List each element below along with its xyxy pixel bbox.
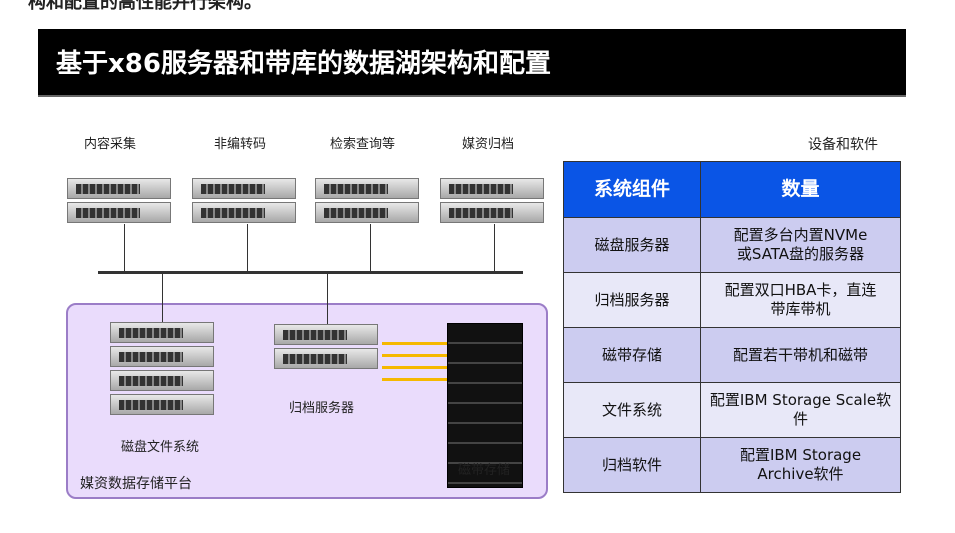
table-row: 归档软件配置IBM Storage Archive软件 bbox=[563, 437, 901, 493]
header-component: 系统组件 bbox=[563, 161, 701, 218]
label-disk-fs: 磁盘文件系统 bbox=[121, 440, 200, 455]
table-row: 磁带存储配置若干带机和磁带 bbox=[563, 327, 901, 383]
table-row: 归档服务器配置双口HBA卡，直连带库带机 bbox=[563, 272, 901, 328]
platform-label: 媒资数据存储平台 bbox=[80, 476, 192, 492]
title-banner: 基于x86服务器和带库的数据湖架构和配置 bbox=[38, 29, 906, 97]
connector bbox=[370, 224, 371, 272]
fibre-link bbox=[382, 366, 448, 369]
fibre-link bbox=[382, 342, 448, 345]
cell-component: 磁盘服务器 bbox=[563, 217, 701, 273]
tape-library-icon bbox=[447, 323, 523, 488]
table-caption: 设备和软件 bbox=[808, 137, 878, 153]
cell-config: 配置若干带机和磁带 bbox=[700, 327, 901, 383]
cell-config: 配置IBM Storage Archive软件 bbox=[700, 437, 901, 493]
connector bbox=[327, 274, 328, 324]
fibre-link bbox=[382, 354, 448, 357]
server-icon bbox=[67, 178, 171, 224]
network-bus bbox=[98, 271, 523, 274]
components-table: 系统组件数量 磁盘服务器配置多台内置NVMe或SATA盘的服务器 归档服务器配置… bbox=[563, 161, 901, 493]
connector bbox=[124, 224, 125, 272]
page-title: 基于x86服务器和带库的数据湖架构和配置 bbox=[56, 49, 551, 79]
connector bbox=[247, 224, 248, 272]
label-search: 检索查询等 bbox=[330, 137, 396, 152]
cell-component: 归档软件 bbox=[563, 437, 701, 493]
label-archive: 媒资归档 bbox=[462, 137, 515, 152]
cell-component: 磁带存储 bbox=[563, 327, 701, 383]
header-quantity: 数量 bbox=[700, 161, 901, 218]
server-icon bbox=[192, 178, 296, 224]
cell-config: 配置双口HBA卡，直连带库带机 bbox=[700, 272, 901, 328]
label-editing: 非编转码 bbox=[214, 137, 267, 152]
connector bbox=[162, 274, 163, 322]
server-icon bbox=[440, 178, 544, 224]
label-tape-storage: 磁带存储 bbox=[458, 463, 511, 478]
table-row: 磁盘服务器配置多台内置NVMe或SATA盘的服务器 bbox=[563, 217, 901, 273]
cell-config: 配置IBM Storage Scale软件 bbox=[700, 382, 901, 438]
cell-component: 归档服务器 bbox=[563, 272, 701, 328]
table-row: 文件系统配置IBM Storage Scale软件 bbox=[563, 382, 901, 438]
label-content-capture: 内容采集 bbox=[84, 137, 137, 152]
archive-server-icon bbox=[274, 324, 378, 370]
cell-config: 配置多台内置NVMe或SATA盘的服务器 bbox=[700, 217, 901, 273]
fibre-link bbox=[382, 378, 448, 381]
cell-component: 文件系统 bbox=[563, 382, 701, 438]
cropped-intro-text: 构和配置的高性能并行架构。 bbox=[28, 0, 262, 13]
disk-server-stack-icon bbox=[110, 322, 214, 422]
connector bbox=[494, 224, 495, 272]
server-icon bbox=[315, 178, 419, 224]
label-archive-server: 归档服务器 bbox=[289, 401, 355, 416]
